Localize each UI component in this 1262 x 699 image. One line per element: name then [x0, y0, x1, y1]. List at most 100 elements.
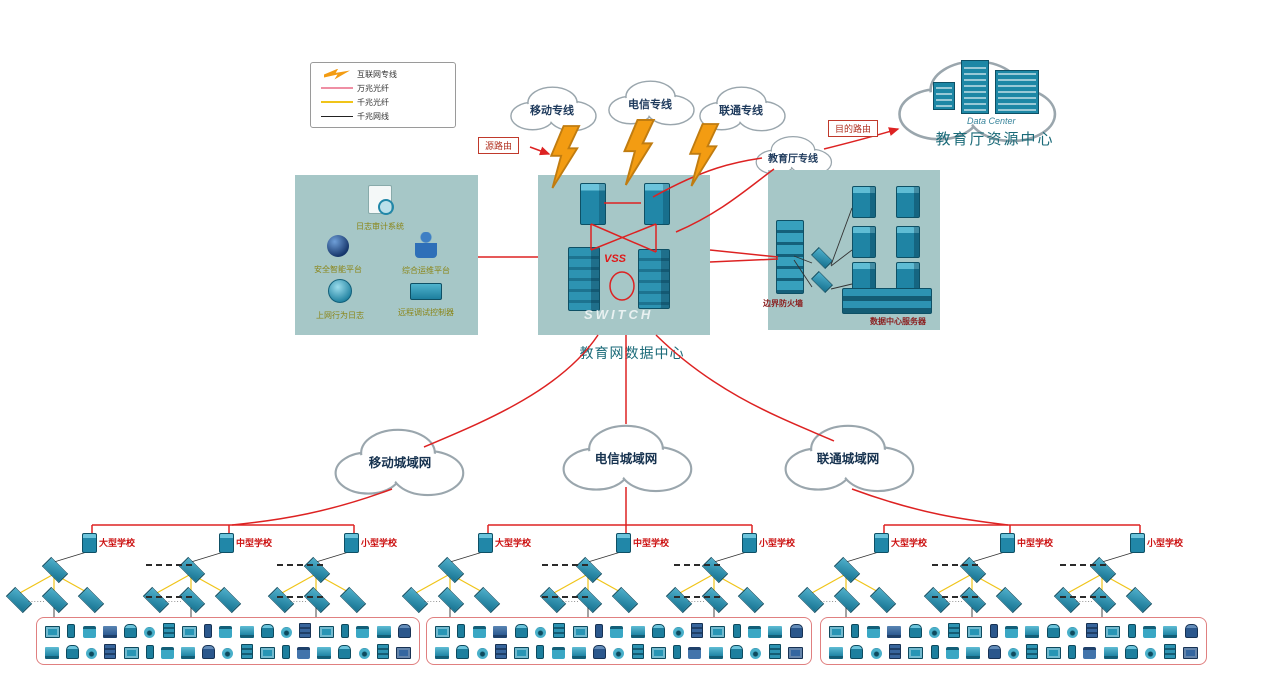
- remote-debug-controller-icon: [410, 283, 442, 300]
- resource-center-buildings: Data Center: [905, 56, 1055, 134]
- operations-platform-icon: [415, 232, 437, 258]
- client-desktop-icon: [572, 626, 588, 638]
- ellipsis-dash: [932, 596, 978, 598]
- client-server-icon: [376, 644, 389, 659]
- client-phone-icon: [732, 624, 741, 638]
- ellipsis-dash: [542, 564, 588, 566]
- client-laptop-icon: [317, 647, 332, 659]
- client-storage-icon: [850, 645, 864, 659]
- school-device-icon: [742, 533, 757, 553]
- client-laptop-icon: [571, 647, 586, 659]
- legend-label: 千兆网线: [357, 111, 389, 121]
- client-server-icon: [631, 644, 644, 659]
- access-switch-icon: [41, 586, 69, 614]
- client-phone-icon: [457, 624, 466, 638]
- client-server-icon: [690, 623, 703, 638]
- client-phone-icon: [340, 624, 349, 638]
- school-device-icon: [874, 533, 889, 553]
- client-desktop-icon: [514, 647, 530, 659]
- security-platform-icon: [327, 235, 349, 257]
- client-phone-icon: [1127, 624, 1136, 638]
- server-icon: [896, 186, 920, 218]
- client-printer-icon: [688, 647, 702, 659]
- client-storage-icon: [338, 645, 352, 659]
- client-storage-icon: [908, 624, 922, 638]
- client-devices-box: [820, 617, 1207, 665]
- client-desktop-icon: [650, 647, 666, 659]
- client-wifi-icon: [613, 648, 625, 659]
- ellipsis-dash: [276, 596, 323, 598]
- access-switch-icon: [303, 586, 331, 614]
- aggregation-switch-icon: [178, 556, 206, 584]
- client-phone-icon: [595, 624, 603, 638]
- client-server-icon: [888, 644, 901, 659]
- client-desktop-icon: [1045, 647, 1061, 659]
- school-device-icon: [1000, 533, 1015, 553]
- client-laptop-icon: [630, 626, 645, 638]
- client-printer-icon: [356, 626, 370, 638]
- client-laptop-icon: [1103, 647, 1118, 659]
- client-server-icon: [1163, 644, 1176, 659]
- ellipsis-dots: ......: [28, 597, 44, 604]
- client-printer-icon: [1083, 647, 1097, 659]
- client-device-row: [45, 623, 411, 638]
- school-label: 大型学校: [891, 538, 928, 548]
- client-laptop-icon: [239, 626, 254, 638]
- client-server-icon: [768, 644, 781, 659]
- aggregation-switch-icon: [41, 556, 69, 584]
- client-desktop-icon: [318, 626, 334, 638]
- platform-zone: 日志审计系统 安全智能平台 综合运维平台 上网行为日志 远程调试控制器: [295, 175, 478, 335]
- client-storage-icon: [652, 624, 666, 638]
- legend-item: 万兆光纤: [317, 81, 449, 95]
- client-wifi-icon: [1145, 648, 1157, 659]
- client-printer-icon: [219, 626, 233, 638]
- client-phone-icon: [67, 624, 76, 638]
- client-wifi-icon: [358, 648, 370, 659]
- ellipsis-dots: ......: [1076, 597, 1092, 604]
- client-desktop-icon: [967, 626, 983, 638]
- school-label: 小型学校: [1147, 538, 1184, 548]
- servers-label: 数据中心服务器: [870, 317, 926, 326]
- server-rack-icon: [842, 288, 932, 314]
- client-storage-icon: [124, 624, 138, 638]
- ellipsis-dash: [674, 596, 720, 598]
- client-laptop-icon: [376, 626, 391, 638]
- client-phone-icon: [673, 645, 682, 659]
- lightning-line-icon: [324, 68, 350, 80]
- client-wifi-icon: [534, 627, 546, 638]
- access-switch-icon: [1125, 586, 1153, 614]
- client-phone-icon: [851, 624, 860, 638]
- client-laptop-icon: [708, 647, 723, 659]
- client-server-icon: [553, 623, 566, 638]
- client-printer-icon: [472, 626, 486, 638]
- access-switch-icon: [833, 586, 861, 614]
- web-behavior-log-icon: [328, 279, 352, 303]
- client-wifi-icon: [222, 648, 234, 659]
- client-storage-icon: [1124, 645, 1138, 659]
- legend: 互联网专线 万兆光纤 千兆光纤 千兆网线: [310, 62, 456, 128]
- access-switch-icon: [995, 586, 1023, 614]
- client-wifi-icon: [144, 627, 156, 638]
- platform-label: 安全智能平台: [314, 265, 362, 274]
- cloud-label-unicom-line: 联通专线: [719, 105, 763, 117]
- client-storage-icon: [397, 624, 411, 638]
- client-laptop-icon: [45, 647, 59, 659]
- client-device-row: [829, 623, 1198, 638]
- platform-label: 综合运维平台: [402, 266, 450, 275]
- client-storage-icon: [202, 645, 216, 659]
- client-phone-icon: [536, 645, 545, 659]
- server-zone: 边界防火墙 数据中心服务器: [763, 170, 940, 330]
- client-desktop-icon: [908, 647, 924, 659]
- cloud-label-telecom-line: 电信专线: [628, 99, 672, 111]
- log-audit-icon: [368, 185, 394, 215]
- client-phone-icon: [989, 624, 998, 638]
- core-switch-icon: [568, 247, 600, 311]
- client-storage-icon: [66, 645, 80, 659]
- platform-item: 安全智能平台: [295, 235, 381, 275]
- ellipsis-dash: [276, 564, 323, 566]
- client-printer-icon: [1143, 626, 1156, 638]
- school-label: 大型学校: [495, 538, 532, 548]
- school-label: 小型学校: [759, 538, 796, 548]
- access-switch-icon: [437, 586, 465, 614]
